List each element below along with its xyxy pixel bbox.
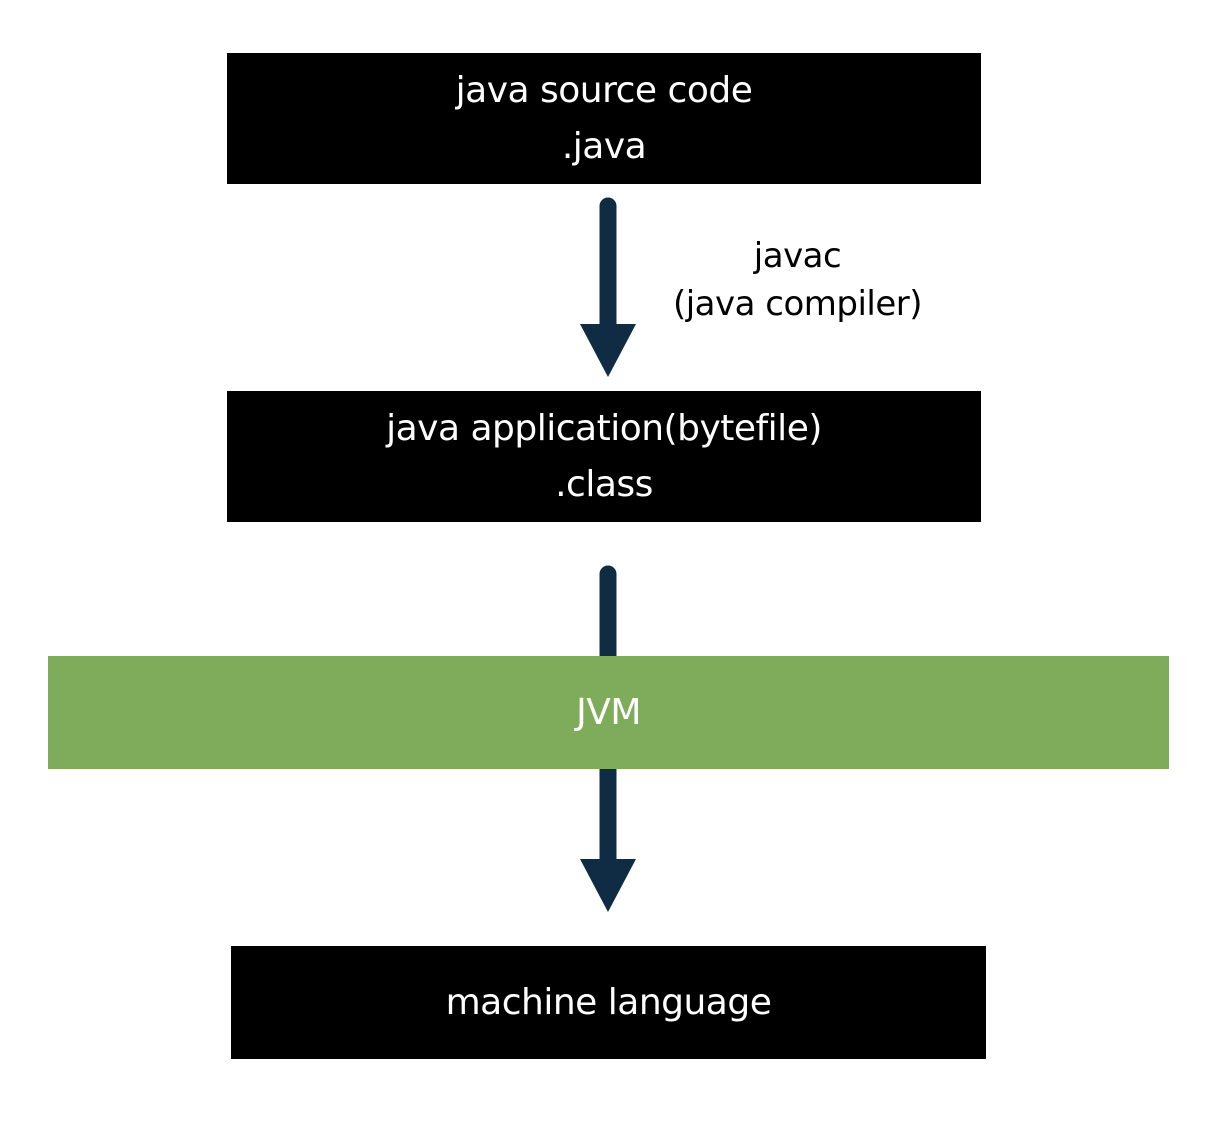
compiler-label: javac (java compiler) xyxy=(660,232,935,328)
source-code-title: java source code xyxy=(455,69,753,111)
machine-language-label: machine language xyxy=(445,981,772,1023)
bytecode-box: java application(bytefile) .class xyxy=(227,391,981,522)
machine-language-box: machine language xyxy=(231,946,986,1059)
jvm-box: JVM xyxy=(48,656,1169,769)
source-code-extension: .java xyxy=(561,125,647,167)
bytecode-title: java application(bytefile) xyxy=(386,407,822,449)
source-code-box: java source code .java xyxy=(227,53,981,184)
compiler-label-description: (java compiler) xyxy=(672,284,923,324)
execute-arrow-head xyxy=(580,859,636,912)
jvm-label: JVM xyxy=(576,691,641,733)
compile-arrow-head xyxy=(580,324,636,377)
compiler-label-name: javac xyxy=(753,236,842,276)
bytecode-extension: .class xyxy=(555,463,653,505)
